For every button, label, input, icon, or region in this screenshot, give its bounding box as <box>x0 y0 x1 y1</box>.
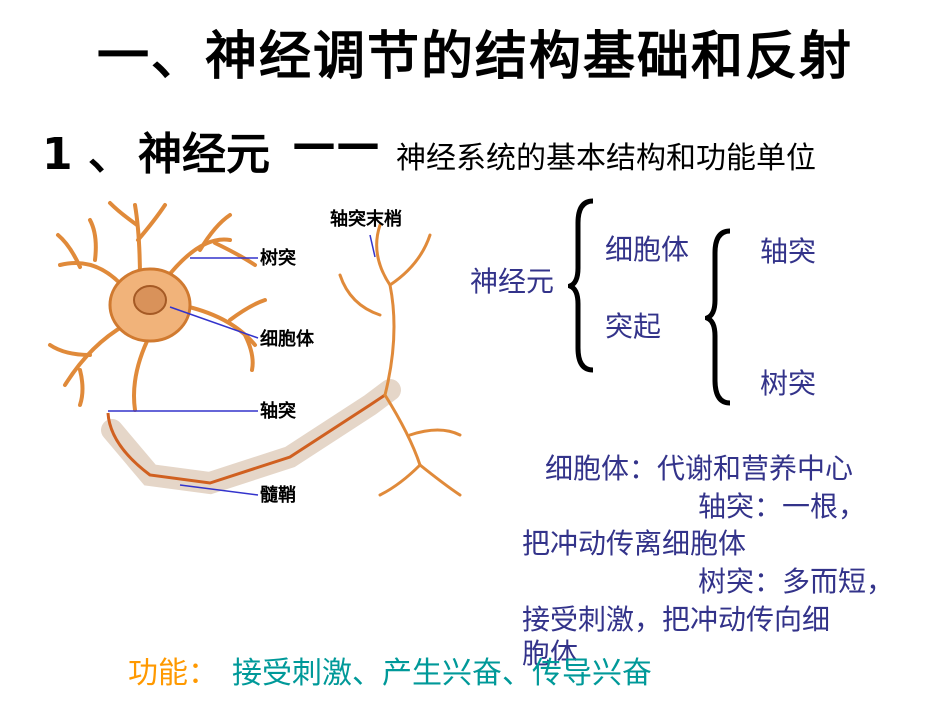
axon-terminals <box>338 223 462 497</box>
label-myelin-sheath: 髓鞘 <box>260 484 296 506</box>
tree-root: 神经元 <box>470 265 555 298</box>
function-text: 接受刺激、产生兴奋、传导兴奋 <box>232 656 652 691</box>
brace-right <box>705 228 731 406</box>
note-dendrite: 树突：多而短， <box>698 565 895 598</box>
brace-left <box>568 198 594 373</box>
note-dendrite-cont: 接受刺激，把冲动传向细 <box>522 603 831 636</box>
axon-myelin <box>101 379 401 495</box>
subtitle-separator: 、 <box>87 129 132 180</box>
note-dendrite-cont2: 胞体 <box>522 637 579 670</box>
subtitle-description: 神经系统的基本结构和功能单位 <box>396 141 816 176</box>
page-title: 一、神经调节的结构基础和反射 <box>96 27 853 87</box>
dendrites <box>48 201 267 412</box>
label-leaders <box>108 234 376 496</box>
label-axon: 轴突 <box>260 400 296 422</box>
label-dendrite: 树突 <box>260 247 296 269</box>
label-axon-terminal: 轴突末梢 <box>330 208 402 230</box>
neuron-diagram: 树突 细胞体 轴突 髓鞘 轴突末梢 <box>48 201 462 506</box>
tree-axon: 轴突 <box>760 235 817 268</box>
subtitle-dash: —— <box>292 118 380 169</box>
label-cell-body: 细胞体 <box>260 328 315 350</box>
tree-dendrite: 树突 <box>760 367 817 400</box>
subtitle-term: 神经元 <box>138 129 270 180</box>
note-axon: 轴突：一根， <box>698 490 867 523</box>
function-label: 功能： <box>128 656 218 691</box>
subtitle-number: 1 、 <box>42 118 132 182</box>
note-cell-body: 细胞体：代谢和营养中心 <box>545 452 854 485</box>
nucleus-shape <box>133 285 167 315</box>
note-axon-cont: 把冲动传离细胞体 <box>522 527 747 560</box>
tree-cell-body: 细胞体 <box>605 233 690 266</box>
subtitle-number-value: 1 <box>42 129 73 180</box>
tree-process: 突起 <box>605 310 662 343</box>
